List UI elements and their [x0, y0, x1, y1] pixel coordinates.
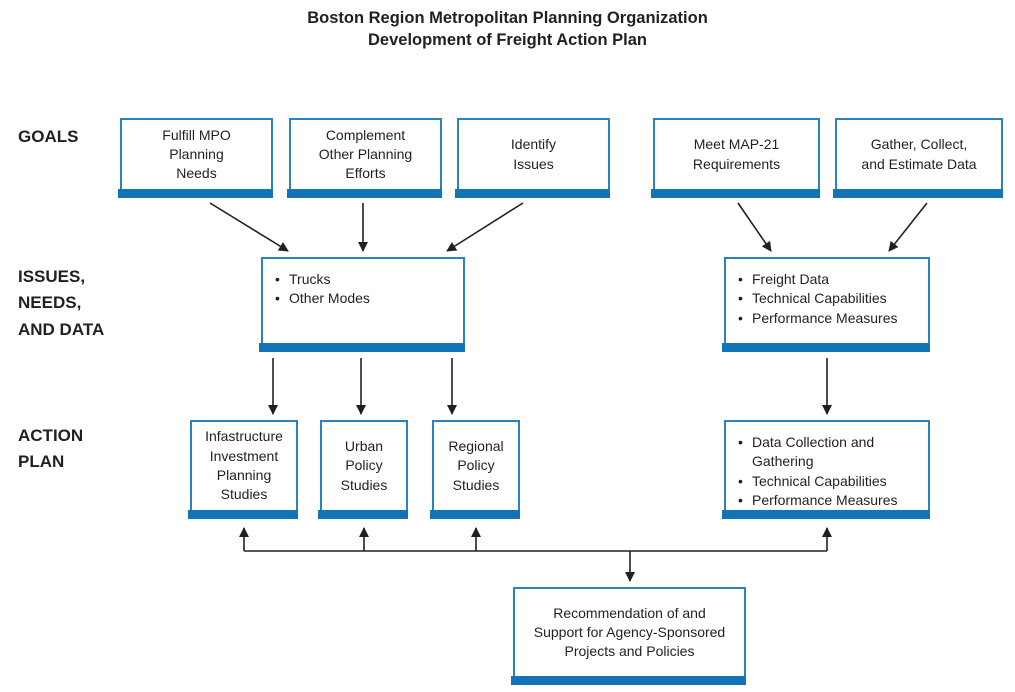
bullet-icon	[738, 270, 752, 289]
goal-box-label: Identify Issues	[510, 136, 557, 172]
list-item-label: Freight Data	[752, 271, 830, 287]
bullet-icon	[738, 472, 752, 491]
goal-box-fulfill-mpo-planning-needs: Fulfill MPO Planning Needs	[118, 118, 273, 198]
page-title-line1: Boston Region Metropolitan Planning Orga…	[307, 9, 708, 27]
list-item: Data Collection and Gathering	[738, 433, 918, 472]
issues-box-modes: Trucks Other Modes	[259, 257, 465, 352]
list-item-label: Technical Capabilities	[752, 290, 887, 307]
list-item-label: Performance Measures	[752, 309, 898, 326]
bullet-icon	[738, 491, 752, 510]
list-item-label: Performance Measures	[752, 491, 898, 508]
recommendation-box-label: Recommendation of and Support for Agency…	[533, 604, 726, 660]
list-item: Other Modes	[275, 289, 453, 308]
action-box-data-collection-capabilities: Data Collection and Gathering Technical …	[722, 420, 930, 519]
bullet-icon	[275, 289, 289, 308]
action-box-label: Infastructure Investment Planning Studie…	[205, 428, 283, 503]
action-box-regional-policy-studies: Regional Policy Studies	[430, 420, 520, 519]
list-item: Freight Data	[738, 270, 918, 289]
goal-box-label: Complement Other Planning Efforts	[318, 126, 413, 182]
section-label-action-plan: ACTION PLAN	[18, 426, 84, 472]
list-item: Performance Measures	[738, 491, 918, 510]
list-item-label: Trucks	[289, 271, 331, 287]
goal-box-identify-issues: Identify Issues	[455, 118, 610, 198]
goal-box-gather-collect-estimate-data: Gather, Collect, and Estimate Data	[833, 118, 1003, 198]
section-label-issues-needs-data: ISSUES, NEEDS, AND DATA	[18, 267, 105, 339]
bullet-icon	[738, 433, 752, 452]
bullet-icon	[738, 309, 752, 328]
section-label-goals: GOALS	[18, 127, 79, 146]
issues-box-data-capabilities: Freight Data Technical Capabilities Perf…	[722, 257, 930, 352]
page-title: Boston Region Metropolitan Planning Orga…	[0, 7, 1015, 52]
action-box-label: Urban Policy Studies	[340, 438, 388, 493]
action-box-urban-policy-studies: Urban Policy Studies	[318, 420, 408, 519]
goal-box-label: Meet MAP-21 Requirements	[692, 136, 781, 172]
bullet-icon	[275, 270, 289, 289]
goal-box-label: Gather, Collect, and Estimate Data	[861, 136, 977, 172]
goal-box-label: Fulfill MPO Planning Needs	[162, 126, 231, 182]
action-box-infrastructure-investment-planning-studies: Infastructure Investment Planning Studie…	[188, 420, 298, 519]
page-title-line2: Development of Freight Action Plan	[368, 31, 647, 50]
list-item-label: Data Collection and Gathering	[752, 434, 875, 470]
list-item: Trucks	[275, 270, 453, 289]
action-box-label: Regional Policy Studies	[448, 438, 504, 493]
goal-box-complement-other-planning-efforts: Complement Other Planning Efforts	[287, 118, 442, 198]
list-item-label: Technical Capabilities	[752, 472, 887, 489]
list-item: Technical Capabilities	[738, 472, 918, 491]
recommendation-box: Recommendation of and Support for Agency…	[511, 587, 746, 685]
goal-box-meet-map-21-requirements: Meet MAP-21 Requirements	[651, 118, 820, 198]
list-item: Performance Measures	[738, 309, 918, 328]
bullet-icon	[738, 289, 752, 308]
list-item: Technical Capabilities	[738, 289, 918, 308]
list-item-label: Other Modes	[289, 290, 370, 307]
